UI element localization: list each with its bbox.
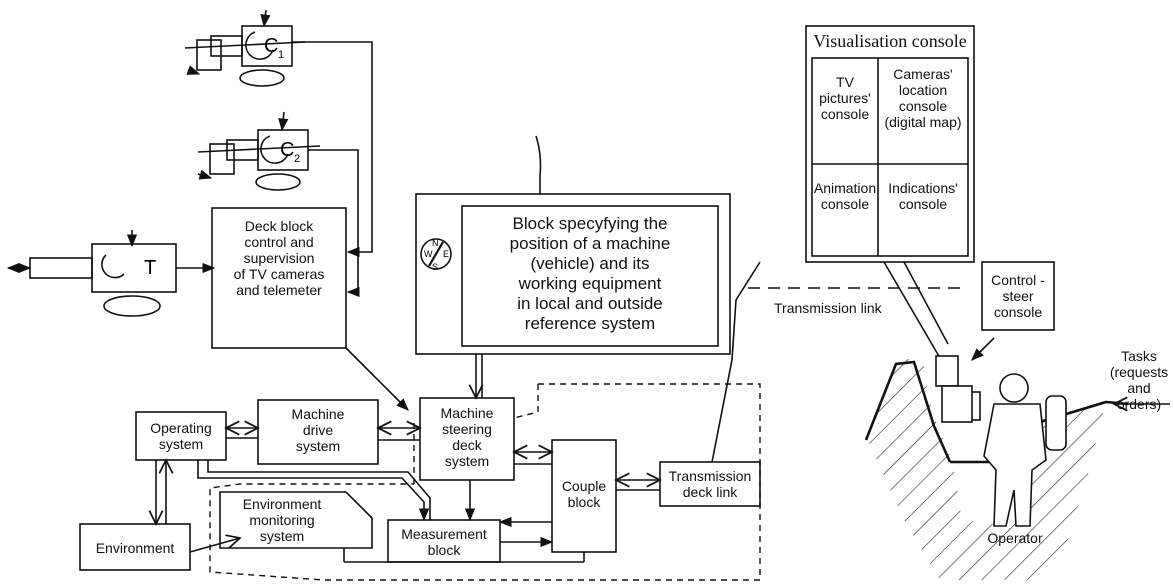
cameras-location-console-label: Cameras' location console (digital map) [884, 66, 962, 130]
couple-block-label: Couple block [561, 478, 607, 510]
env-monitoring-label: Environment monitoring system [242, 496, 322, 544]
indications-console-label: Indications' console [888, 180, 958, 212]
camera-c2-label: C [280, 139, 294, 161]
deck-block-label: Deck block control and supervision of TV… [233, 218, 325, 298]
compass-s-label: S [432, 262, 438, 272]
camera-c2-icon [197, 111, 321, 191]
steering-deck-label: Machine steering deck system [440, 405, 494, 469]
environment-label: Environment [95, 540, 175, 556]
compass-w-label: W [424, 249, 433, 259]
camera-c1-sub: 1 [278, 49, 284, 61]
animation-console-label: Animation console [813, 180, 877, 212]
telemeter-icon [6, 230, 216, 317]
machine-drive-label: Machine drive system [291, 406, 345, 454]
deck-block-box [211, 207, 347, 349]
compass-n-label: N [432, 238, 439, 248]
steering-box [419, 397, 515, 481]
measurement-label: Measurement block [401, 526, 487, 558]
operating-system-label: Operating system [150, 420, 212, 452]
camera-c2-sub: 2 [294, 153, 300, 165]
camera-c1-label: C [264, 35, 278, 57]
position-block-label: Block specyfying the position of a machi… [509, 214, 671, 333]
transmission-link-label: Transmission link [774, 300, 882, 316]
operator-figure [935, 355, 1067, 527]
telemeter-label: T [144, 257, 156, 279]
transmission-deck-label: Transmission deck link [668, 468, 752, 500]
visualisation-title: Visualisation console [813, 31, 967, 51]
camera-c1-icon [184, 9, 306, 87]
control-console-label: Control - steer console [991, 272, 1045, 320]
compass-e-label: E [443, 249, 449, 259]
tasks-label: Tasks (requests and orders) [1109, 348, 1169, 412]
operator-label: Operator [987, 530, 1043, 546]
visualisation-console-box [805, 25, 975, 263]
tv-pictures-console-label: TV pictures' console [819, 74, 871, 122]
